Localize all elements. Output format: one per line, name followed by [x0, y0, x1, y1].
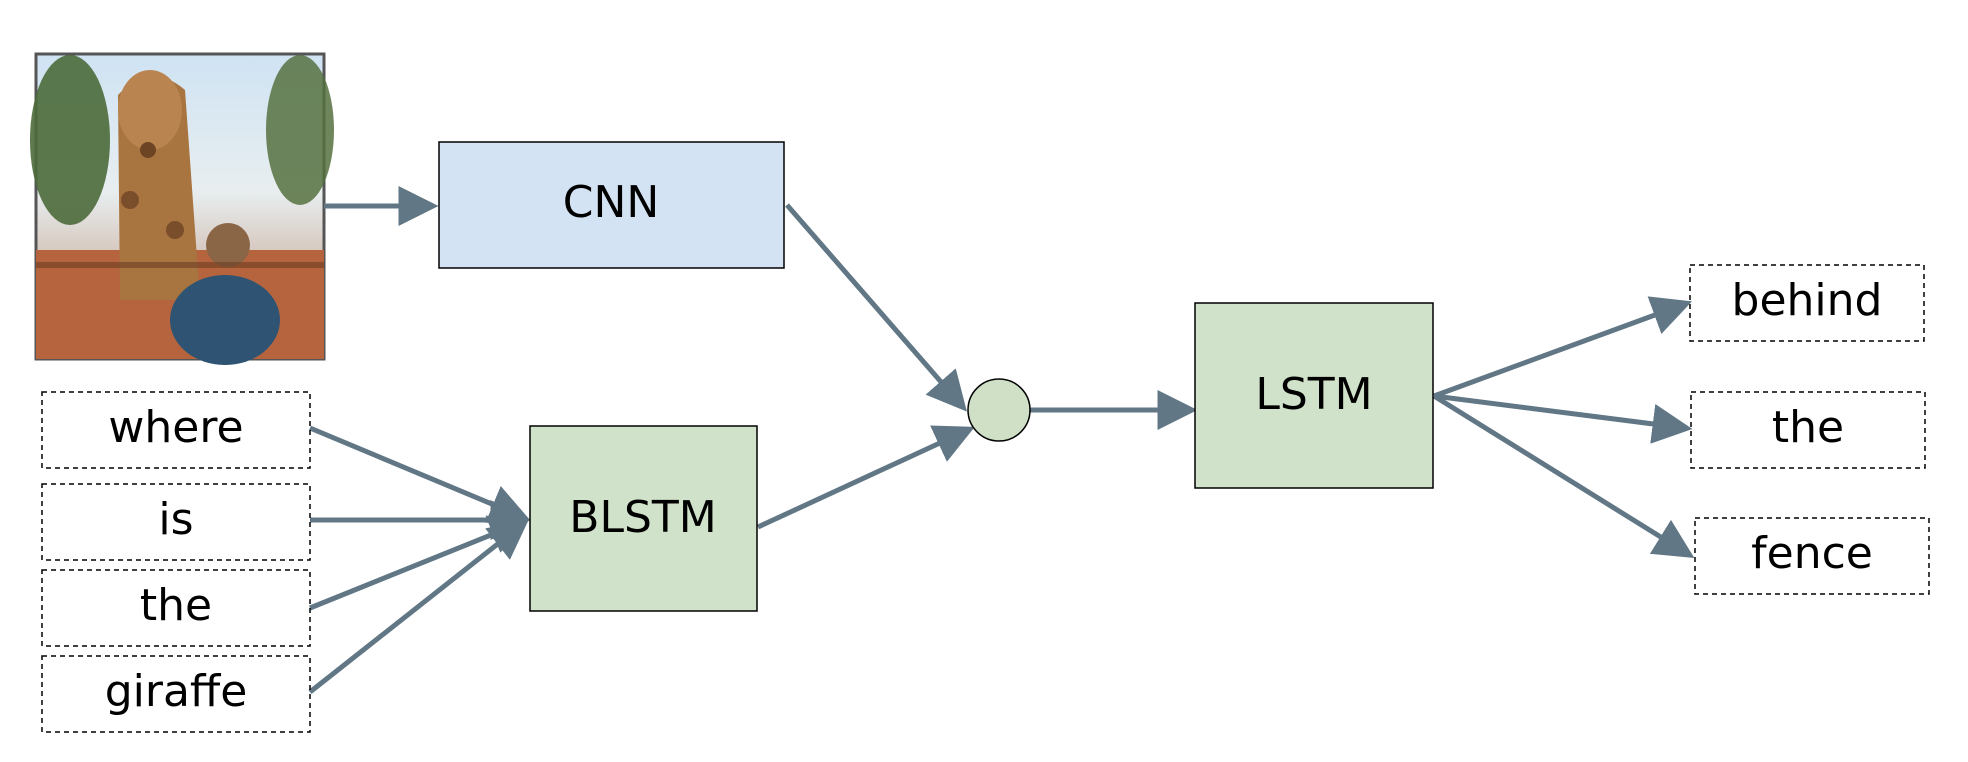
- edge-cnn-to-merge: [785, 203, 967, 412]
- input-word: is: [158, 494, 193, 545]
- input-words: where is the giraffe: [41, 391, 311, 733]
- merge-node: [967, 378, 1031, 442]
- cnn-node: CNN: [438, 141, 785, 269]
- edge-word4-to-blstm: [308, 519, 529, 694]
- edge-word3-to-blstm: [309, 515, 530, 611]
- cnn-label: CNN: [563, 177, 660, 228]
- output-word-box: the: [1690, 391, 1926, 469]
- input-word-box: giraffe: [41, 655, 311, 733]
- input-image: [30, 52, 334, 365]
- lstm-node: LSTM: [1194, 302, 1434, 489]
- input-word-box: where: [41, 391, 311, 469]
- output-word: fence: [1751, 528, 1873, 579]
- edge-lstm-to-out3: [1432, 393, 1695, 558]
- output-word-box: fence: [1694, 517, 1930, 595]
- input-word: the: [140, 580, 212, 631]
- blstm-label: BLSTM: [569, 492, 716, 543]
- edge-word1-to-blstm: [309, 425, 530, 523]
- edge-lstm-to-out1: [1433, 296, 1693, 399]
- input-word: giraffe: [105, 666, 248, 717]
- output-word: behind: [1732, 275, 1883, 326]
- output-words: behind the fence: [1689, 264, 1930, 595]
- edge-lstm-to-out2: [1433, 393, 1693, 444]
- output-word-box: behind: [1689, 264, 1925, 342]
- input-word-box: is: [41, 483, 311, 561]
- input-word: where: [108, 402, 243, 453]
- blstm-node: BLSTM: [529, 425, 758, 612]
- lstm-label: LSTM: [1255, 369, 1372, 420]
- edge-blstm-to-merge: [756, 425, 975, 530]
- edges: [308, 186, 1695, 694]
- output-word: the: [1772, 402, 1844, 453]
- input-word-box: the: [41, 569, 311, 647]
